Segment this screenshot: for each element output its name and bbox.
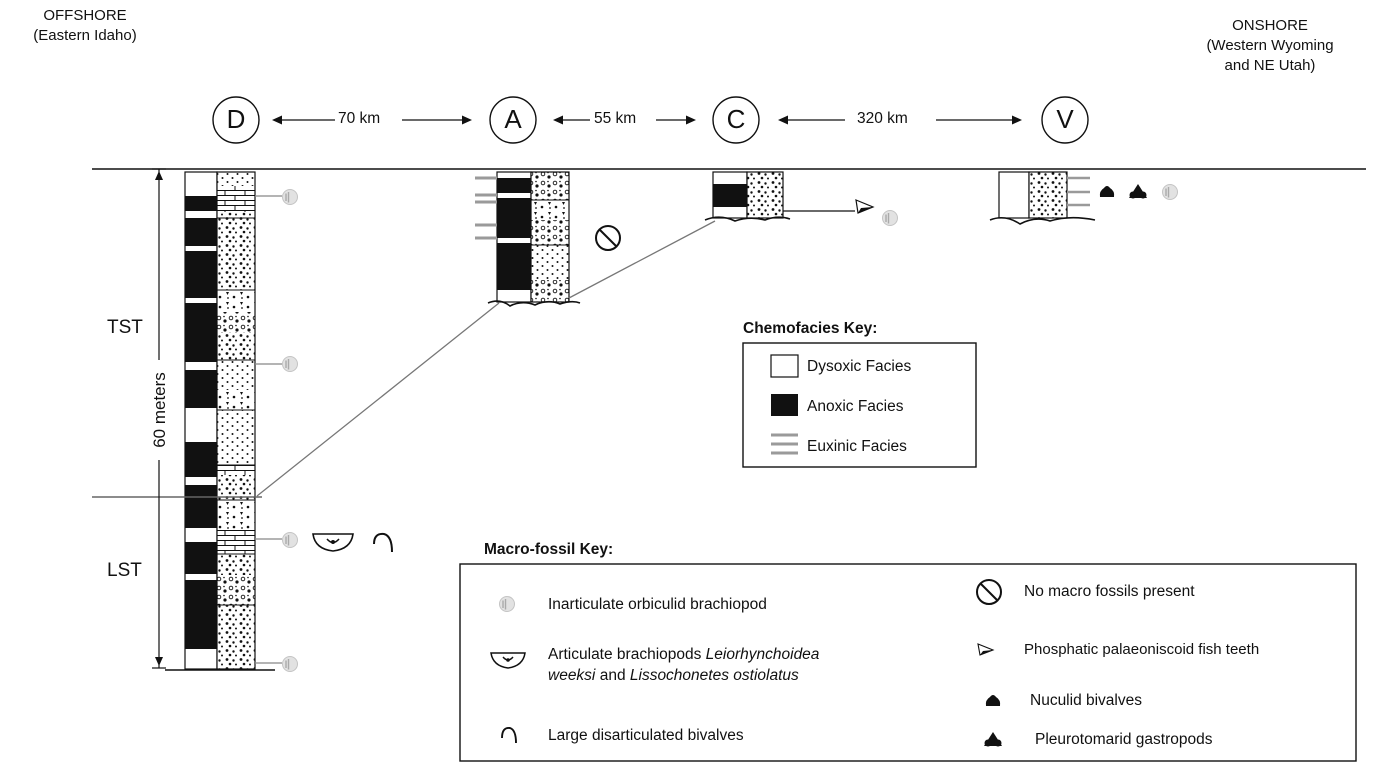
section-label-A: A (499, 104, 527, 135)
correlation-line-D-A (257, 303, 499, 496)
anoxic-swatch (771, 394, 798, 416)
no-fossils-label: No macro fossils present (1024, 581, 1195, 602)
fish-teeth-label: Phosphatic palaeoniscoid fish teeth (1024, 639, 1259, 660)
disarticulated-bivalve-icon (374, 534, 392, 552)
pleurotomarid-gastropod-icon (1129, 184, 1147, 199)
section-A-column (475, 172, 580, 306)
dysoxic-label: Dysoxic Facies (807, 356, 911, 377)
orbiculid-brachiopod-icon (283, 357, 298, 372)
section-D-column (185, 172, 282, 669)
distance-A-C: 55 km (594, 110, 636, 128)
section-V-column (990, 172, 1095, 224)
section-label-V: V (1051, 104, 1079, 135)
distance-D-A: 70 km (338, 110, 380, 128)
scale-label: 60 meters (150, 360, 170, 460)
articulate-brachiopod-icon (313, 534, 353, 551)
section-label-D: D (222, 104, 250, 135)
articulate-brachiopod-label: Articulate brachiopods Leiorhynchoidea w… (548, 644, 819, 686)
orbiculid-brachiopod-icon (283, 533, 298, 548)
section-C-column (705, 172, 855, 221)
section-label-C: C (722, 104, 750, 135)
pleurotomarid-label: Pleurotomarid gastropods (1035, 729, 1213, 750)
orbiculid-brachiopod-icon (283, 190, 298, 205)
orbiculid-brachiopod-icon (883, 211, 898, 226)
no-fossils-icon (596, 226, 620, 250)
orbiculid-brachiopod-icon (283, 657, 298, 672)
nuculid-label: Nuculid bivalves (1030, 690, 1142, 711)
euxinic-label: Euxinic Facies (807, 436, 907, 457)
dysoxic-swatch (771, 355, 798, 377)
correlation-line-A-C (569, 221, 715, 298)
fish-teeth-icon (856, 200, 873, 213)
macrofossil-key-title: Macro-fossil Key: (484, 541, 613, 559)
tst-label: TST (107, 317, 143, 339)
nuculid-bivalve-icon (1100, 186, 1114, 197)
lst-label: LST (107, 560, 142, 582)
orbiculid-label: Inarticulate orbiculid brachiopod (548, 594, 767, 615)
disarticulated-bivalve-label: Large disarticulated bivalves (548, 725, 744, 746)
chemofacies-key-title: Chemofacies Key: (743, 320, 877, 338)
orbiculid-brachiopod-icon (1163, 185, 1178, 200)
anoxic-label: Anoxic Facies (807, 396, 903, 417)
distance-C-V: 320 km (857, 110, 908, 128)
